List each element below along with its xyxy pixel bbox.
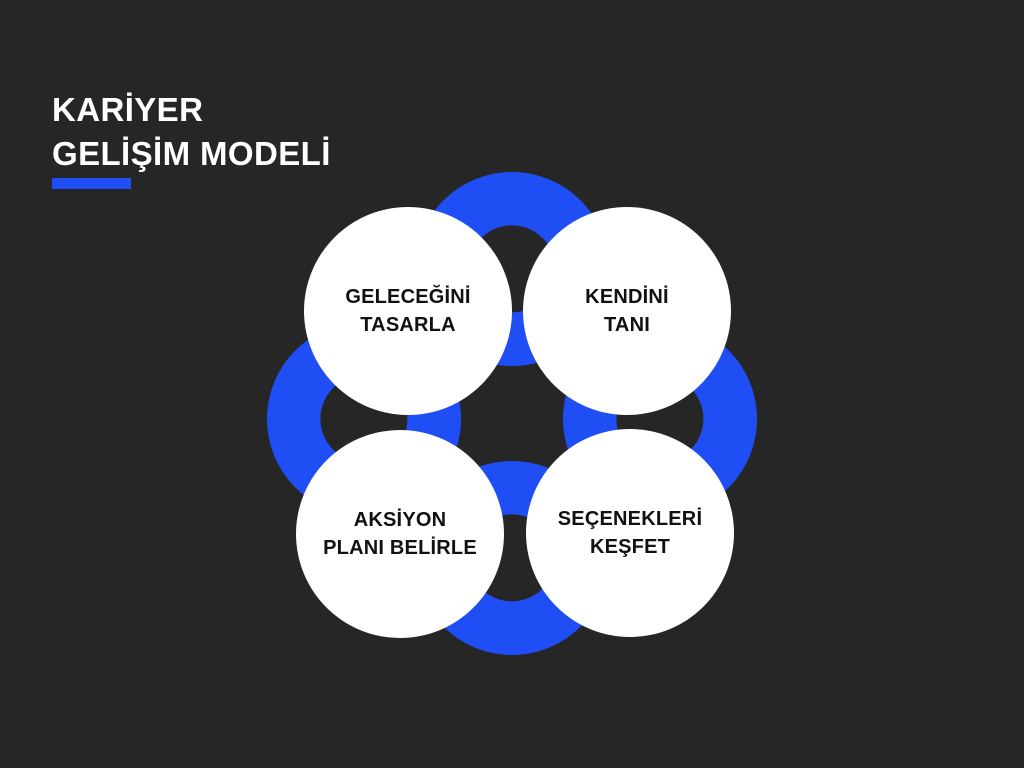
title-block: KARİYER GELİŞİM MODELİ: [52, 88, 572, 175]
node-label: AKSİYON PLANI BELİRLE: [323, 508, 477, 559]
node-kendini-tani[interactable]: KENDİNİ TANI: [523, 207, 731, 415]
node-label: GELECEĞİNİ TASARLA: [345, 285, 471, 336]
node-label: KENDİNİ TANI: [585, 285, 669, 336]
title-accent-bar: [52, 178, 131, 189]
node-label: SEÇENEKLERİ KEŞFET: [557, 507, 703, 558]
node-gelecegini-tasarla[interactable]: GELECEĞİNİ TASARLA: [304, 207, 512, 415]
node-secenekleri-kesfet[interactable]: SEÇENEKLERİ KEŞFET: [526, 429, 734, 637]
page-title: KARİYER GELİŞİM MODELİ: [52, 91, 331, 172]
node-aksiyon-plani-belirle[interactable]: AKSİYON PLANI BELİRLE: [296, 430, 504, 638]
